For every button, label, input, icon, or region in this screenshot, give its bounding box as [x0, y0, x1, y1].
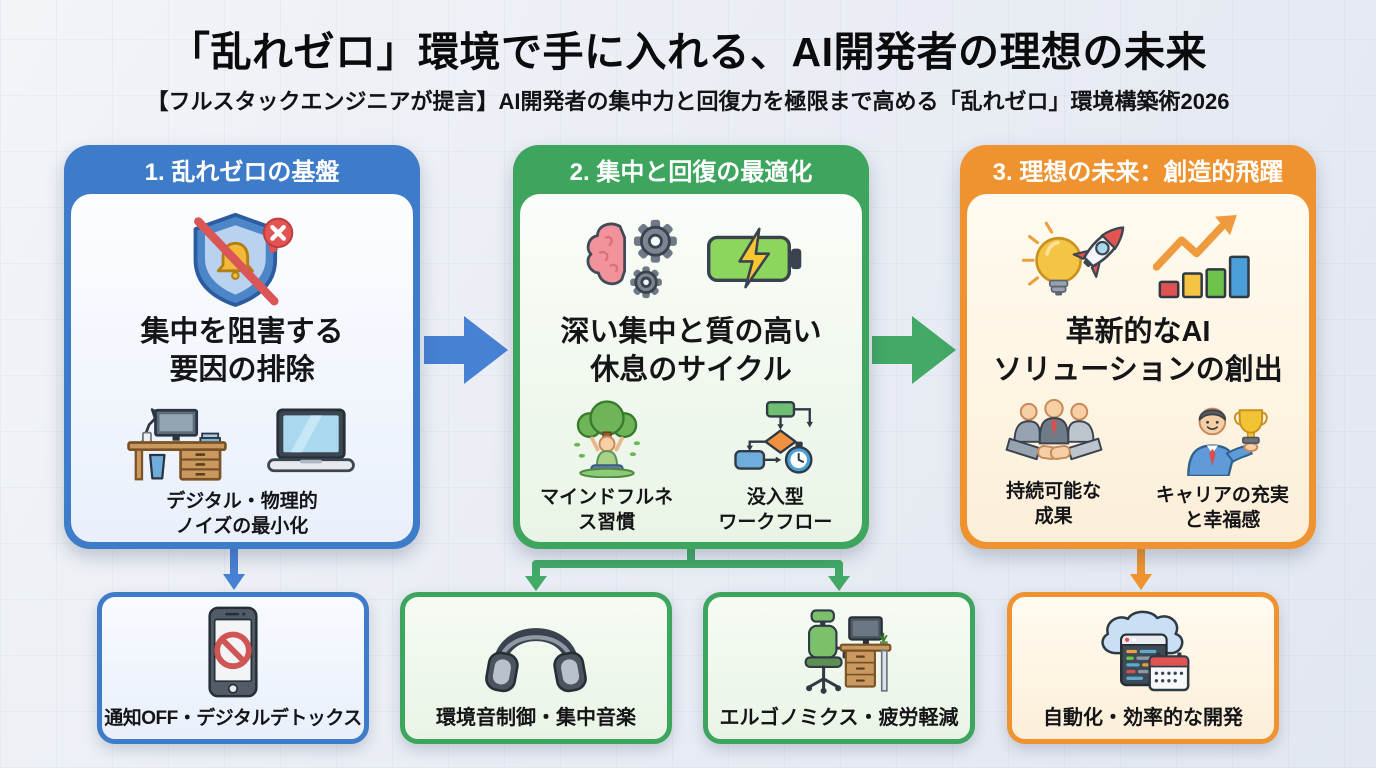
step-3-sub-row: 持続可能な 成果 [967, 399, 1309, 542]
step-card-2: 2. 集中と回復の最適化 [513, 145, 869, 549]
headphones-icon [485, 627, 587, 692]
page-title: 「乱れゼロ」環境で手に入れる、AI開発者の理想の未来 [169, 29, 1207, 75]
handshake-team-icon [1005, 399, 1103, 461]
arrowhead-step2-right [828, 576, 850, 591]
phone-notifications-off-icon [208, 606, 258, 698]
laptop-icon [267, 408, 355, 473]
battery-charging-icon [707, 227, 802, 289]
connector-step2-split [532, 560, 843, 582]
arrow-step1-to-step2 [424, 316, 508, 384]
detail-card-notifications-off: 通知OFF・デジタルデトックス [97, 592, 369, 744]
detail-label: エルゴノミクス・疲労軽減 [719, 707, 959, 729]
ergonomic-desk-icon [804, 608, 892, 694]
step-1-main-text: 集中を阻害する 要因の排除 [140, 316, 344, 386]
step-2-hero [577, 202, 805, 314]
idea-rocket-icon [1021, 221, 1125, 295]
detail-card-sound-control: 環境音制御・集中音楽 [400, 592, 672, 744]
step-card-1: 1. 乱れゼロの基盤 集中を阻害する 要因の排除 [64, 145, 420, 549]
workflow-stopwatch-icon [734, 401, 814, 475]
arrow-step2-to-step3 [872, 316, 956, 384]
arrowhead-step1 [223, 574, 245, 590]
step-1-body: 集中を阻害する 要因の排除 [71, 194, 413, 542]
step-3-hero [1019, 202, 1257, 314]
step-3-sub-career: キャリアの充実 と幸福感 [1140, 399, 1304, 542]
detail-label: 環境音制御・集中音楽 [436, 707, 636, 729]
step-3-body: 革新的なAI ソリューションの創出 [967, 194, 1309, 542]
arrowhead-step2-left [525, 576, 547, 591]
detail-label: 通知OFF・デジタルデトックス [104, 708, 362, 729]
trophy-career-icon [1187, 407, 1269, 477]
step-card-3: 3. 理想の未来：創造的飛躍 [960, 145, 1316, 549]
detail-card-ergonomics: エルゴノミクス・疲労軽減 [703, 592, 975, 744]
step-3-header: 3. 理想の未来：創造的飛躍 [992, 159, 1284, 186]
page-subtitle: 【フルスタックエンジニアが提言】AI開発者の集中力と回復力を極限まで高める「乱れ… [146, 89, 1230, 114]
step-3-main-text: 革新的なAI ソリューションの創出 [993, 316, 1283, 386]
brain-gears-icon [586, 219, 677, 299]
meditation-tree-icon [573, 400, 640, 479]
step-2-main-text: 深い集中と質の高い 休息のサイクル [560, 316, 822, 386]
step-1-sub-icons [125, 403, 359, 482]
step-2-sub-row: マインドフルネ ス習慣 [520, 399, 862, 542]
step-1-header: 1. 乱れゼロの基盤 [144, 159, 340, 186]
step-1-hero [186, 202, 298, 314]
step-1-caption: デジタル・物理的 ノイズの最小化 [166, 491, 318, 538]
detail-label: 自動化・効率的な開発 [1043, 707, 1243, 729]
step-2-sub-mindfulness: マインドフルネ ス習慣 [525, 399, 689, 542]
cloud-automation-icon [1101, 610, 1190, 691]
detail-card-automation: 自動化・効率的な開発 [1007, 592, 1279, 744]
shield-bell-blocked-icon [193, 212, 294, 307]
step-3-sub-sustainable: 持続可能な 成果 [972, 399, 1136, 542]
desk-workspace-icon [127, 408, 227, 481]
step-2-header: 2. 集中と回復の最適化 [569, 159, 813, 186]
growth-chart-icon [1153, 214, 1250, 298]
step-2-body: 深い集中と質の高い 休息のサイクル [520, 194, 862, 542]
arrowhead-step3 [1130, 574, 1152, 590]
step-2-sub-workflow: 没入型 ワークフロー [693, 399, 857, 542]
